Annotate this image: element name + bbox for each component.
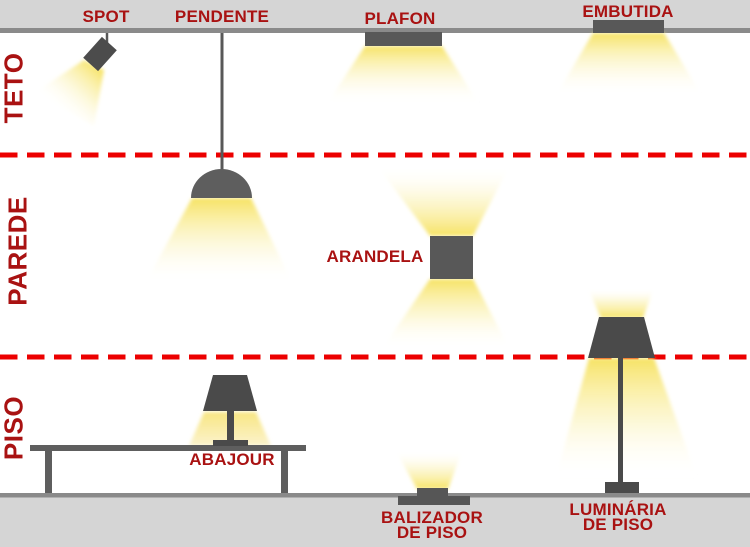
luminaria-stem [618, 358, 623, 482]
luminaria-shade [588, 317, 655, 358]
pendente-light-cone [146, 198, 292, 282]
label-balizador-line1: BALIZADOR [381, 508, 483, 527]
floor-edge [0, 493, 750, 498]
label-embutida: EMBUTIDA [582, 2, 674, 21]
label-luminaria-line1: LUMINÁRIA [569, 500, 667, 519]
spot-light-beam [34, 60, 104, 126]
abajour-stem [227, 411, 234, 441]
label-balizador: BALIZADOR DE PISO [381, 508, 483, 542]
pendente-shade [190, 169, 252, 198]
embutida-fixture [593, 20, 664, 33]
floor-surface [0, 497, 750, 547]
balizador-fixture-top [417, 488, 448, 498]
label-balizador-line2: DE PISO [396, 523, 468, 542]
balizador-light-cone [396, 451, 462, 489]
label-luminaria-line2: DE PISO [582, 515, 654, 534]
ceiling-edge [0, 28, 750, 33]
luminaria-base [605, 482, 639, 493]
luminaria-light-cone-down [556, 358, 697, 477]
spot-fixture [83, 36, 117, 72]
table [30, 445, 306, 493]
zone-label-teto: TETO [0, 52, 29, 124]
zone-label-parede: PAREDE [2, 196, 33, 306]
balizador-fixture-base [398, 496, 470, 505]
abajour-base [213, 440, 248, 446]
label-luminaria: LUMINÁRIA DE PISO [569, 500, 667, 534]
zone-label-piso: PISO [0, 395, 29, 461]
label-abajour: ABAJOUR [189, 450, 275, 469]
label-pendente: PENDENTE [174, 7, 270, 26]
arandela-light-cone-up [378, 167, 509, 236]
luminaria-light-cone-up [589, 290, 653, 318]
plafon-light-cone [327, 46, 479, 104]
abajour-shade [203, 375, 257, 411]
table-leg-left [45, 451, 52, 493]
label-arandela: ARANDELA [326, 247, 424, 266]
table-leg-right [281, 451, 288, 493]
label-spot: SPOT [82, 7, 130, 26]
plafon-fixture [365, 32, 442, 46]
table-top [30, 445, 306, 451]
arandela-light-cone-down [384, 279, 508, 346]
embutida-light-cone [557, 33, 701, 94]
label-plafon: PLAFON [364, 9, 436, 28]
arandela-fixture [430, 236, 473, 279]
